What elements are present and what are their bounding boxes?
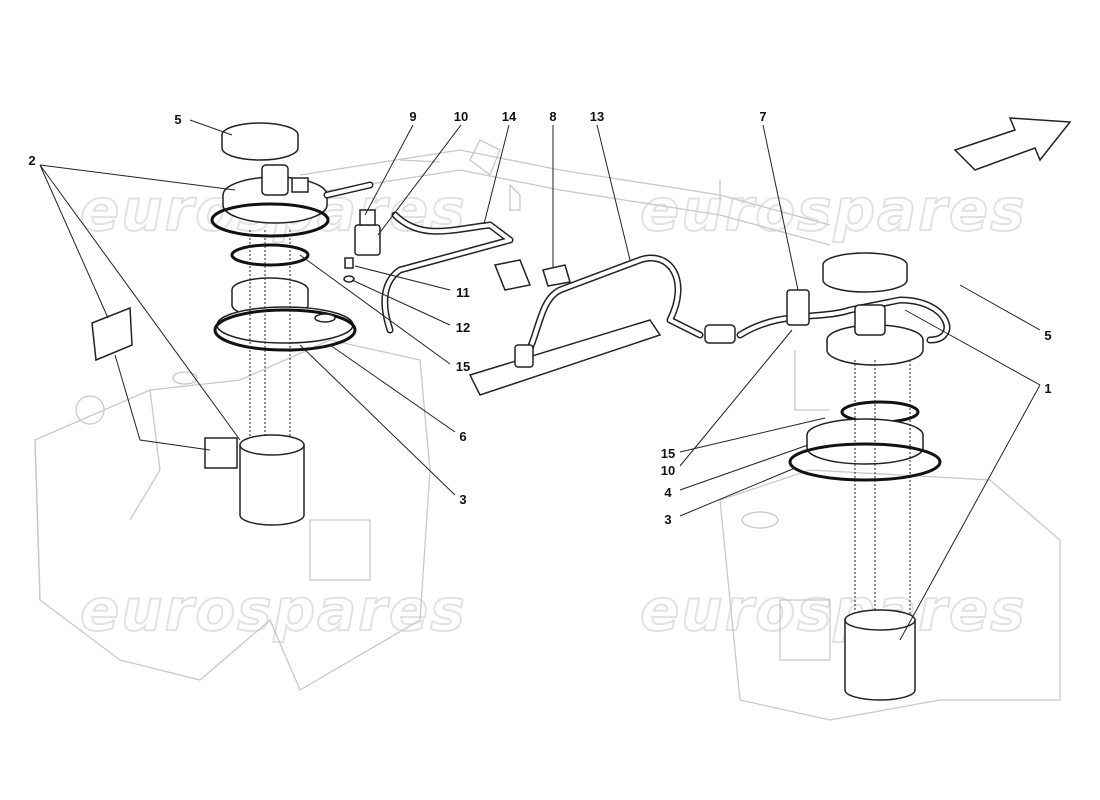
callout-7: 7 [759, 109, 766, 124]
callout-8: 8 [549, 109, 556, 124]
leader-lines [39, 119, 1041, 641]
callout-15-right: 15 [661, 446, 675, 461]
callout-12: 12 [456, 320, 470, 335]
watermarks: eurospares eurospares eurospares eurospa… [79, 175, 1027, 645]
right-pump-assembly [786, 252, 942, 701]
arrow-up-right-icon [953, 117, 1072, 171]
callout-1: 1 [1044, 381, 1051, 396]
hose-14 [381, 211, 514, 334]
callout-15: 15 [456, 359, 470, 374]
fuel-rail [468, 319, 662, 396]
pressure-regulator-9 [343, 209, 381, 283]
callout-5: 5 [174, 112, 181, 127]
connector [514, 344, 534, 368]
callout-4: 4 [664, 485, 672, 500]
callout-6: 6 [459, 429, 466, 444]
callout-labels: 5 2 9 10 14 8 13 7 11 12 15 6 3 5 1 10 1… [28, 109, 1051, 527]
callout-11: 11 [456, 285, 470, 300]
connector [704, 324, 736, 344]
callout-10-right: 10 [661, 463, 675, 478]
left-pump-assembly [91, 122, 374, 526]
watermark: eurospares [640, 176, 1027, 244]
right-pump-hose [736, 296, 951, 344]
hose-13 [521, 254, 704, 364]
callout-3: 3 [459, 492, 466, 507]
bracket [493, 259, 532, 291]
callout-10: 10 [454, 109, 468, 124]
callout-5-right: 5 [1044, 328, 1051, 343]
fuel-rail-background [299, 139, 831, 246]
fuel-tank-outline-right [719, 350, 1061, 721]
watermark: eurospares [640, 576, 1027, 644]
clip-8 [542, 264, 571, 287]
fuel-tank-outline-left [34, 339, 431, 691]
callout-9: 9 [409, 109, 416, 124]
callout-3-right: 3 [664, 512, 671, 527]
callout-2: 2 [28, 153, 35, 168]
callout-13: 13 [590, 109, 604, 124]
callout-14: 14 [502, 109, 517, 124]
watermark: eurospares [80, 576, 467, 644]
